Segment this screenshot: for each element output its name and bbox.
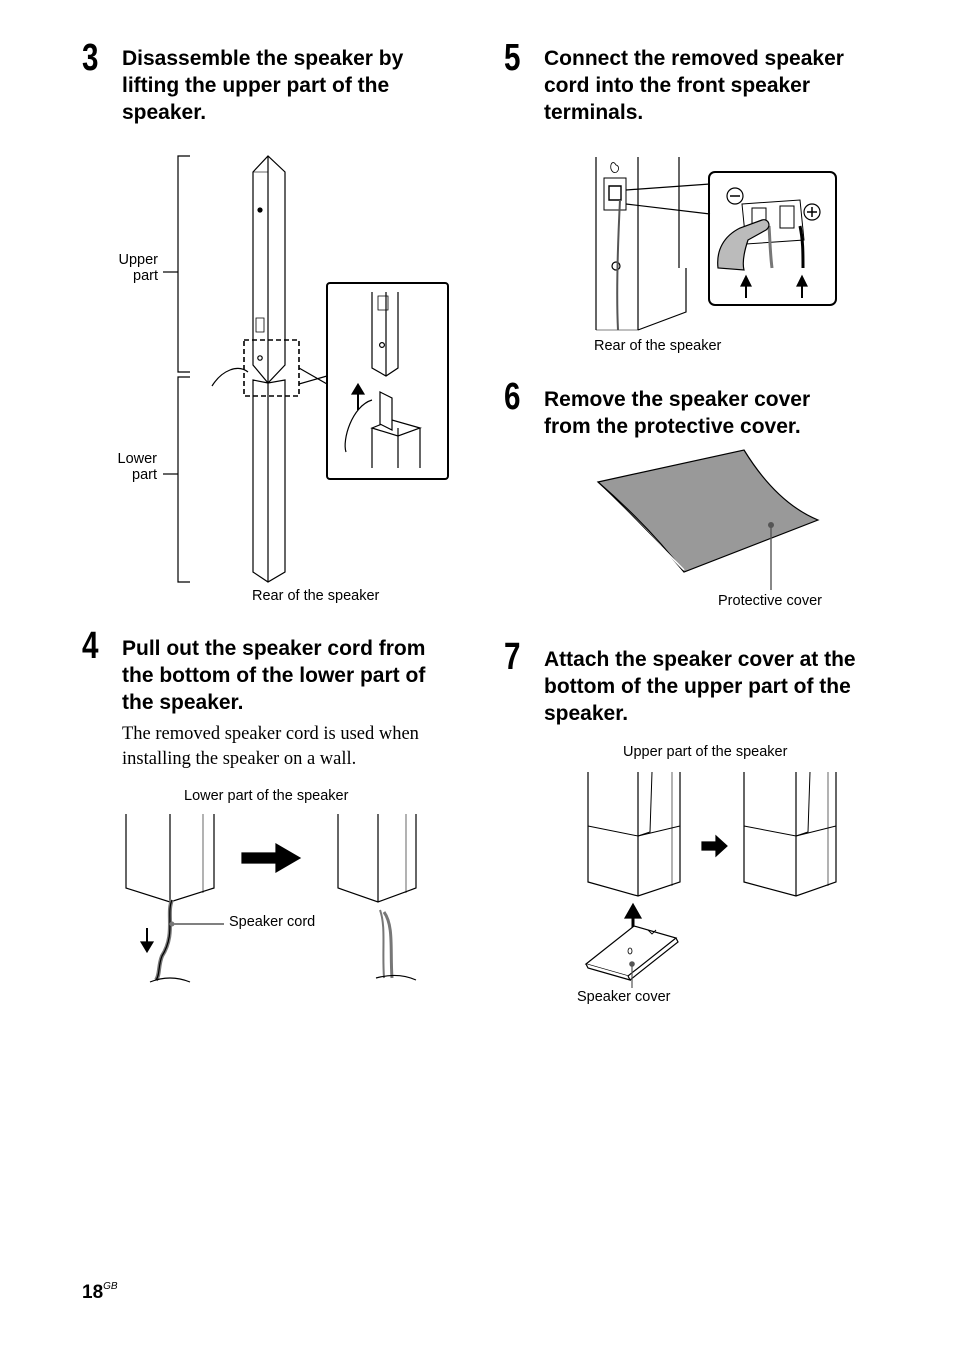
step-7-title: Attach the speaker cover at the bottom o… [544, 648, 856, 725]
speaker-cord-label: Speaker cord [229, 914, 316, 930]
step-6-number: 6 [504, 376, 521, 418]
upper-part-label: Upper part [118, 252, 159, 284]
step-4-number: 4 [82, 625, 99, 667]
lower-part-of-speaker-label: Lower part of the speaker [184, 788, 349, 804]
upper-part-of-speaker-label: Upper part of the speaker [623, 744, 788, 760]
step-3-number: 3 [82, 37, 99, 79]
speaker-cover-label: Speaker cover [577, 989, 671, 1005]
step-5-title: Connect the removed speaker cord into th… [544, 47, 844, 124]
page-number: 18GB [82, 1281, 118, 1303]
protective-cover-label: Protective cover [718, 593, 822, 609]
step-5-number: 5 [504, 37, 521, 79]
step-3-title: Disassemble the speaker by lifting the u… [122, 47, 404, 124]
lower-part-label: Lower part [117, 451, 158, 483]
step-4-description: The removed speaker cord is used when in… [122, 724, 419, 769]
step-6-title: Remove the speaker cover from the protec… [544, 388, 811, 438]
step-4-title: Pull out the speaker cord from the botto… [122, 637, 426, 714]
step-7-number: 7 [504, 636, 521, 678]
page-suffix: GB [103, 1281, 118, 1292]
rear-of-speaker-label-3: Rear of the speaker [252, 588, 380, 604]
rear-of-speaker-label-5: Rear of the speaker [594, 338, 722, 354]
